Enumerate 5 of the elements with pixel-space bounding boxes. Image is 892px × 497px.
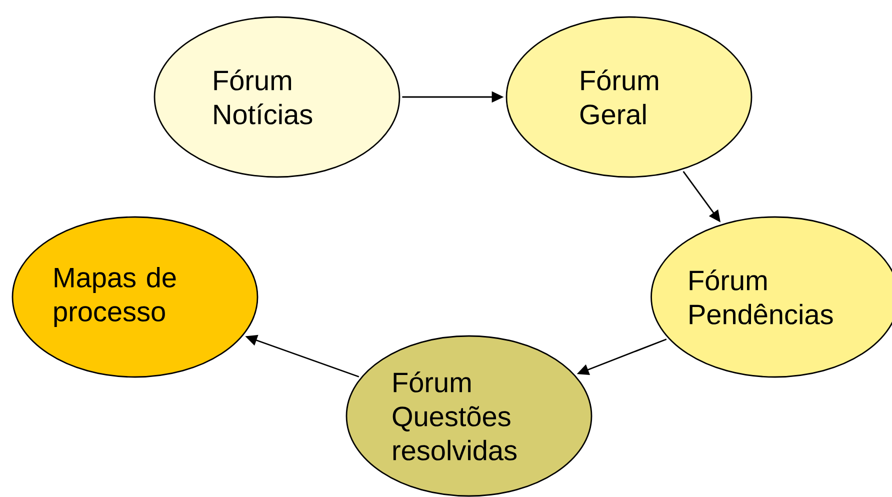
ellipse-node: Fórum Pendências [650, 216, 892, 378]
ellipse-node: Fórum Questões resolvidas [346, 335, 592, 497]
ellipse-node: Mapas de processo [12, 216, 258, 378]
ellipse-node: Fórum Geral [506, 16, 752, 178]
ellipse-node: Fórum Notícias [154, 16, 400, 178]
